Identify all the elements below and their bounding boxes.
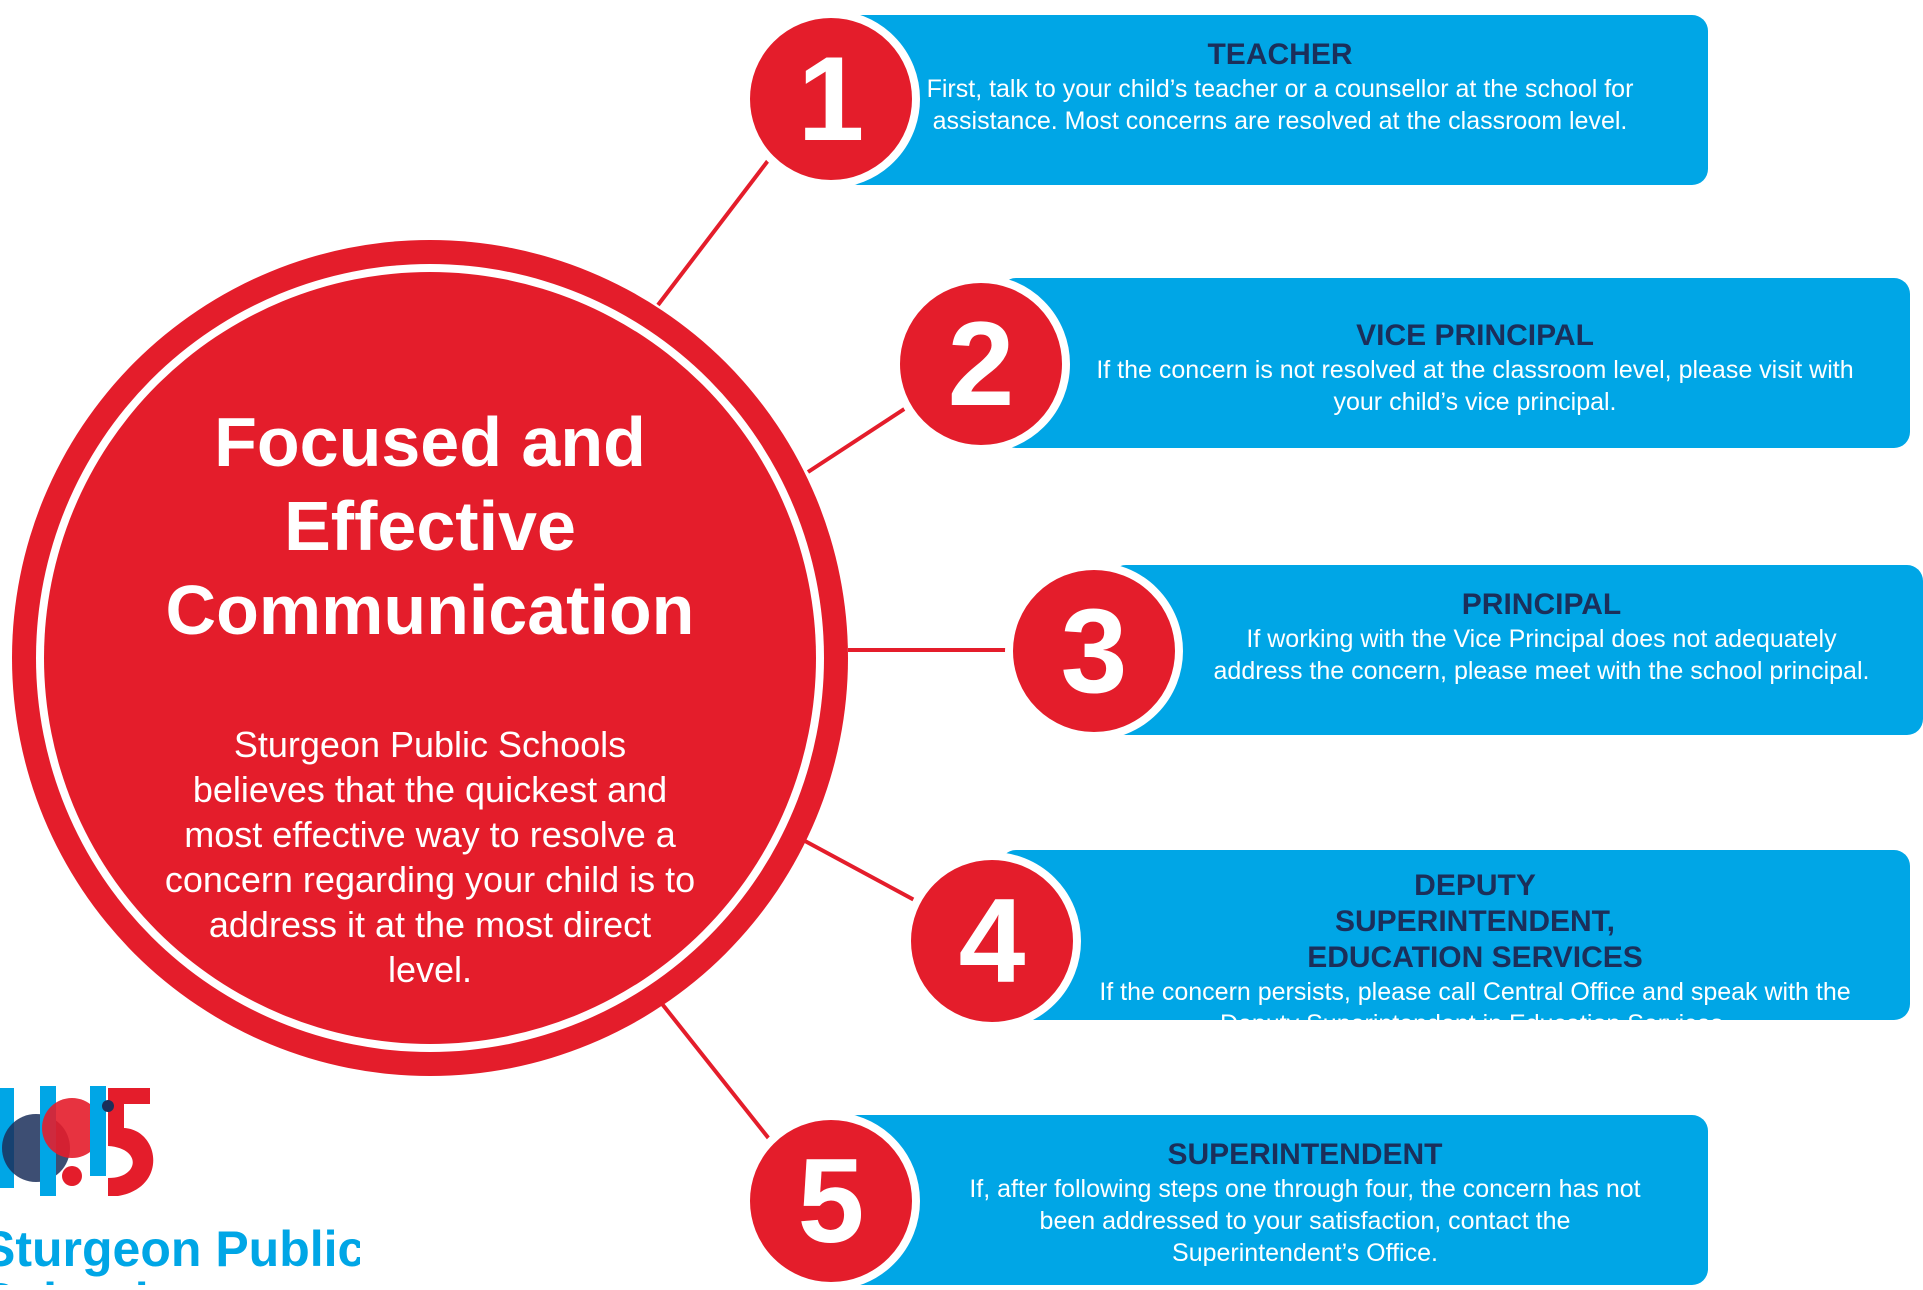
central-title: Focused and Effective Communication — [165, 403, 695, 649]
step-2-heading: VICE PRINCIPAL — [1356, 319, 1594, 352]
step-4-text: If the concern persists, please call Cen… — [1099, 978, 1851, 1038]
step-1-heading: TEACHER — [1207, 38, 1353, 71]
central-circle-core: Focused and Effective Communication Stur… — [44, 272, 816, 1044]
sps-monogram-icon — [0, 1086, 154, 1196]
step-5-badge: 5 — [742, 1112, 920, 1290]
step-2-box: VICE PRINCIPAL If the concern is not res… — [1000, 278, 1910, 448]
step-5-number: 5 — [797, 1134, 865, 1268]
step-3-text: If working with the Vice Principal does … — [1213, 625, 1870, 685]
step-2-number: 2 — [947, 297, 1015, 431]
step-3-heading: PRINCIPAL — [1461, 588, 1622, 621]
step-5-heading: SUPERINTENDENT — [1167, 1138, 1443, 1171]
step-4-heading: DEPUTY SUPERINTENDENT, EDUCATION SERVICE… — [1307, 869, 1643, 974]
step-3-box: PRINCIPAL If working with the Vice Princ… — [1110, 565, 1923, 735]
sps-logo: Sturgeon Public Schools — [0, 1078, 360, 1285]
connector-5 — [653, 993, 772, 1142]
central-description: Sturgeon Public Schools believes that th… — [164, 724, 696, 990]
step-1-badge: 1 — [742, 10, 920, 188]
connector-2 — [806, 400, 917, 474]
central-circle-gap: Focused and Effective Communication Stur… — [36, 264, 824, 1052]
step-1-box: TEACHER First, talk to your child’s teac… — [842, 15, 1708, 185]
step-2-badge: 2 — [892, 275, 1070, 453]
logo-name: Sturgeon Public Schools — [0, 1221, 360, 1285]
step-3-badge: 3 — [1005, 562, 1183, 740]
connector-1 — [656, 156, 772, 307]
step-3-number: 3 — [1060, 584, 1128, 718]
central-circle: Focused and Effective Communication Stur… — [12, 240, 848, 1076]
step-5-box: SUPERINTENDENT If, after following steps… — [842, 1115, 1708, 1285]
step-1-text: First, talk to your child’s teacher or a… — [926, 75, 1634, 135]
step-1-number: 1 — [797, 32, 865, 166]
step-4-box: DEPUTY SUPERINTENDENT, EDUCATION SERVICE… — [1000, 850, 1910, 1038]
step-4-badge: 4 — [903, 852, 1081, 1030]
connector-4 — [804, 839, 919, 904]
step-4-number: 4 — [958, 874, 1026, 1008]
step-2-text: If the concern is not resolved at the cl… — [1096, 356, 1854, 416]
step-5-text: If, after following steps one through fo… — [969, 1175, 1641, 1267]
